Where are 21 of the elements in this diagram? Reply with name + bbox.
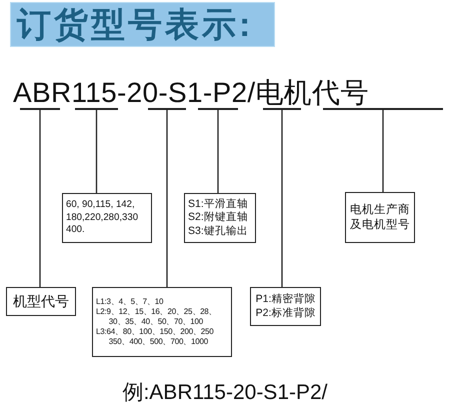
leader-line (96, 110, 98, 193)
model-code: ABR115-20-S1-P2/电机代号 (13, 76, 370, 110)
leader-line (382, 110, 384, 192)
leader-line (39, 110, 41, 287)
underline-bar (20, 108, 60, 110)
underline-bar (75, 108, 118, 110)
frame-box: 机型代号 (6, 287, 76, 316)
leader-line (281, 110, 283, 287)
underline-bar (198, 108, 238, 110)
title-banner: 订货型号表示: (10, 2, 275, 47)
underline-bar (323, 108, 443, 110)
ratio-box: L1:3、4、5、7、10 L2:9、12、15、16、20、25、28、30、35、40、50、70、100 L3:64、80、100、150、200、250 350、400、500、700、1000 (92, 287, 232, 357)
shaft-box: S1:平滑直轴 S2:附键直轴 S3:键孔输出 (184, 193, 256, 243)
backlash-box: P1:精密背隙 P2:标准背隙 (250, 287, 321, 326)
example-caption: 例:ABR115-20-S1-P2/ (121, 380, 329, 406)
leader-line (166, 110, 168, 287)
size-box: 60, 90,115, 142, 180,220,280,330 400. (62, 193, 152, 243)
leader-line (217, 110, 219, 193)
motor-box: 电机生产商及电机型号 (345, 192, 415, 243)
underline-bar (263, 108, 301, 110)
underline-bar (148, 108, 186, 110)
